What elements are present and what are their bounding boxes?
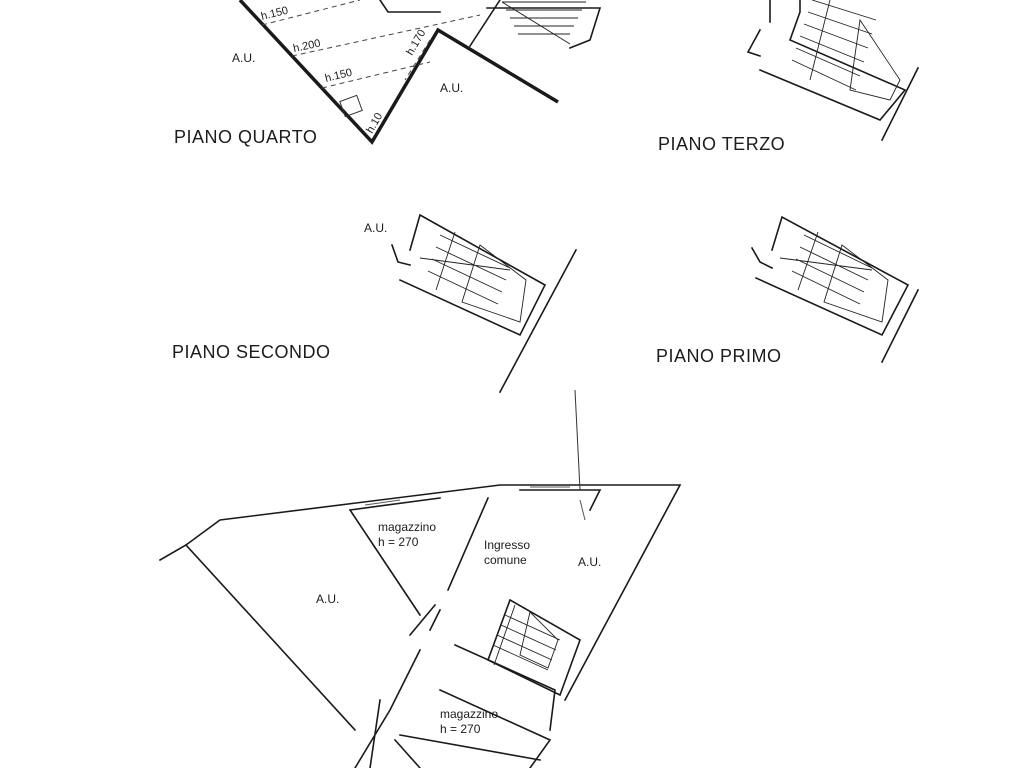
terra-magazzino-1-name: magazzino: [378, 520, 436, 534]
terra-magazzino-2-height: h = 270: [440, 722, 481, 736]
terra-magazzino-1: [348, 496, 490, 617]
quarto-height-line-3: [321, 61, 431, 89]
terra-windows: [364, 486, 586, 521]
plan-terzo: PIANO TERZO: [658, 0, 920, 154]
quarto-plan-label: PIANO QUARTO: [174, 127, 317, 147]
quarto-height-line-4: [404, 39, 431, 81]
secondo-walls: [390, 213, 547, 337]
plan-secondo: A.U. PIANO SECONDO: [172, 213, 578, 394]
terra-ingresso-line-1: Ingresso: [484, 538, 530, 552]
terzo-plan-label: PIANO TERZO: [658, 134, 785, 154]
terra-ingresso-line-2: comune: [484, 553, 527, 567]
quarto-height-label-3: h.150: [324, 67, 354, 85]
terra-axis-line: [574, 389, 581, 491]
quarto-height-label-1: h.150: [260, 5, 290, 23]
quarto-outer-wall: [238, 0, 559, 145]
secondo-au: A.U.: [364, 221, 387, 235]
terzo-stairs: [791, 0, 901, 101]
quarto-skylight: [339, 94, 363, 118]
terra-stair-box: [487, 598, 581, 697]
terzo-walls: [746, 0, 907, 121]
plan-terra: A.U. A.U. magazzino h = 270 Ingresso com…: [158, 389, 682, 768]
terra-left-diagonal: [184, 543, 357, 732]
plan-quarto: h.150 h.200 h.150 h.170 h.10 A.U. A.U. P…: [174, 0, 602, 147]
quarto-stairs: [501, 1, 586, 45]
secondo-stairs: [419, 231, 527, 323]
terra-magazzino-1-height: h = 270: [378, 535, 419, 549]
terra-outer-wall: [158, 484, 682, 702]
terra-magazzino-2: [393, 643, 556, 768]
primo-facade-line: [880, 288, 920, 364]
terra-magazzino-2-name: magazzino: [440, 707, 498, 721]
terra-ingresso-top: [519, 489, 602, 512]
quarto-height-label-2: h.200: [292, 37, 321, 54]
terra-stairs: [492, 604, 561, 671]
secondo-plan-label: PIANO SECONDO: [172, 342, 331, 362]
primo-plan-label: PIANO PRIMO: [656, 346, 782, 366]
quarto-au-left: A.U.: [232, 51, 255, 65]
terra-au-right: A.U.: [578, 555, 601, 569]
terra-door-1: [408, 603, 442, 637]
terra-au-left: A.U.: [316, 592, 339, 606]
primo-stairs: [779, 231, 889, 323]
secondo-facade-line: [498, 248, 578, 394]
terra-corridor: [354, 648, 422, 768]
quarto-height-line-2: [291, 14, 481, 57]
quarto-partition: [468, 0, 602, 50]
terzo-facade-line: [880, 66, 920, 142]
plan-primo: PIANO PRIMO: [656, 215, 920, 366]
quarto-height-line-1: [261, 0, 361, 26]
primo-walls: [750, 215, 910, 337]
quarto-upper-room: [379, 0, 441, 13]
quarto-au-right: A.U.: [440, 81, 463, 95]
